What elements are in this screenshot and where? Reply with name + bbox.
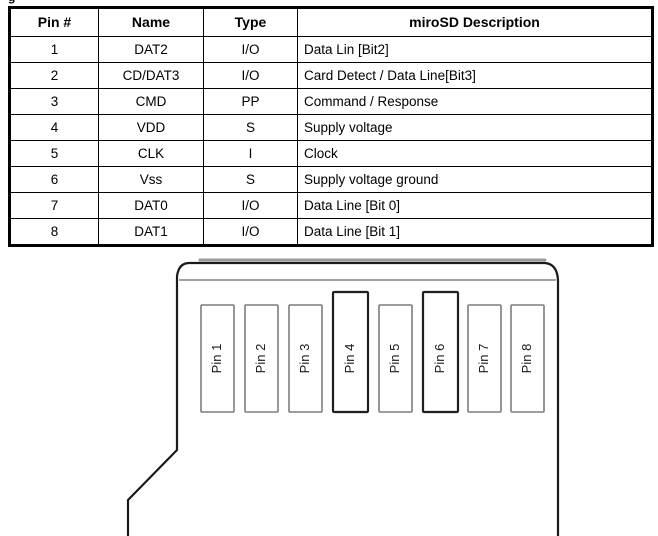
cell-name: CLK xyxy=(98,140,204,167)
pad-rect-4 xyxy=(331,290,370,414)
table-row: 6 Vss S Supply voltage ground xyxy=(9,166,653,193)
cell-description: Supply voltage ground xyxy=(297,166,653,193)
pad-rect-6 xyxy=(421,290,460,414)
cell-pin: 4 xyxy=(9,114,99,141)
cell-pin: 8 xyxy=(9,218,99,246)
pin-table: Pin # Name Type miroSD Description 1 DAT… xyxy=(8,6,654,247)
pad-rect-7 xyxy=(467,304,502,413)
cell-pin: 7 xyxy=(9,192,99,219)
pin-table-body: 1 DAT2 I/O Data Lin [Bit2] 2 CD/DAT3 I/O… xyxy=(9,36,653,246)
pad-rect-3 xyxy=(288,304,323,413)
cell-name: DAT2 xyxy=(98,36,204,63)
column-header-pin: Pin # xyxy=(9,7,99,37)
column-header-name: Name xyxy=(98,7,204,37)
cell-type: S xyxy=(203,166,298,193)
pad-label-4: Pin 4 xyxy=(342,344,357,374)
table-row: 1 DAT2 I/O Data Lin [Bit2] xyxy=(9,36,653,63)
cell-description: Data Line [Bit 1] xyxy=(297,218,653,246)
cell-pin: 3 xyxy=(9,88,99,115)
cell-type: PP xyxy=(203,88,298,115)
cell-description: Card Detect / Data Line[Bit3] xyxy=(297,62,653,89)
cell-name: DAT1 xyxy=(98,218,204,246)
cell-name: Vss xyxy=(98,166,204,193)
contact-pad-6: Pin 6 xyxy=(421,290,460,414)
contact-pad-8: Pin 8 xyxy=(510,304,545,413)
pad-label-5: Pin 5 xyxy=(387,344,402,374)
column-header-description: miroSD Description xyxy=(297,7,653,37)
cell-pin: 2 xyxy=(9,62,99,89)
table-row: 2 CD/DAT3 I/O Card Detect / Data Line[Bi… xyxy=(9,62,653,89)
cell-type: I/O xyxy=(203,36,298,63)
card-outline-left xyxy=(126,261,190,536)
contact-pad-1: Pin 1 xyxy=(200,304,235,413)
pad-label-3: Pin 3 xyxy=(297,344,312,374)
table-row: 3 CMD PP Command / Response xyxy=(9,88,653,115)
table-header-row: Pin # Name Type miroSD Description xyxy=(9,7,653,37)
cell-description: Command / Response xyxy=(297,88,653,115)
contact-pad-3: Pin 3 xyxy=(288,304,323,413)
cell-type: I/O xyxy=(203,62,298,89)
pad-rect-2 xyxy=(244,304,279,413)
clipped-heading-fragment: g xyxy=(8,0,15,3)
cell-name: DAT0 xyxy=(98,192,204,219)
cell-name: CD/DAT3 xyxy=(98,62,204,89)
cell-type: I xyxy=(203,140,298,167)
pad-label-7: Pin 7 xyxy=(476,344,491,374)
cell-pin: 6 xyxy=(9,166,99,193)
pin-table-header: Pin # Name Type miroSD Description xyxy=(9,7,653,37)
pad-label-2: Pin 2 xyxy=(253,344,268,374)
cell-description: Supply voltage xyxy=(297,114,653,141)
pad-label-8: Pin 8 xyxy=(519,344,534,374)
microsd-card-diagram: Pin 1 Pin 2 Pin 3 Pin 4 Pin 5 Pin 6 xyxy=(0,250,658,536)
card-outline-right xyxy=(189,261,560,536)
table-row: 7 DAT0 I/O Data Line [Bit 0] xyxy=(9,192,653,219)
pad-rect-5 xyxy=(378,304,413,413)
column-header-type: Type xyxy=(203,7,298,37)
pad-label-1: Pin 1 xyxy=(209,344,224,374)
cell-pin: 5 xyxy=(9,140,99,167)
contact-pad-2: Pin 2 xyxy=(244,304,279,413)
cell-name: VDD xyxy=(98,114,204,141)
cell-type: I/O xyxy=(203,192,298,219)
table-row: 4 VDD S Supply voltage xyxy=(9,114,653,141)
cell-type: S xyxy=(203,114,298,141)
pin-table-container: Pin # Name Type miroSD Description 1 DAT… xyxy=(8,6,654,247)
cell-description: Data Lin [Bit2] xyxy=(297,36,653,63)
table-row: 5 CLK I Clock xyxy=(9,140,653,167)
contact-pad-5: Pin 5 xyxy=(378,304,413,413)
cell-description: Clock xyxy=(297,140,653,167)
cell-description: Data Line [Bit 0] xyxy=(297,192,653,219)
table-row: 8 DAT1 I/O Data Line [Bit 1] xyxy=(9,218,653,246)
cell-pin: 1 xyxy=(9,36,99,63)
pad-rect-8 xyxy=(510,304,545,413)
cell-name: CMD xyxy=(98,88,204,115)
pad-label-6: Pin 6 xyxy=(432,344,447,374)
pad-rect-1 xyxy=(200,304,235,413)
contact-pad-7: Pin 7 xyxy=(467,304,502,413)
cell-type: I/O xyxy=(203,218,298,246)
contact-pad-4: Pin 4 xyxy=(331,290,370,414)
